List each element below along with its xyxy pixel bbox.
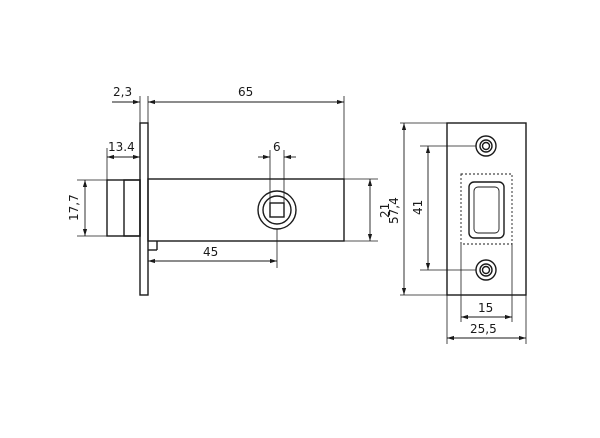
dimension-lines-right — [401, 123, 526, 341]
dim-backset: 65 — [238, 85, 253, 99]
latch-side-view — [106, 122, 345, 296]
spindle-hub-inner — [262, 195, 292, 225]
dim-plate-thickness: 2,3 — [113, 85, 132, 99]
dim-strike-height: 57,4 — [387, 197, 401, 224]
dim-strike-hole-spacing: 41 — [411, 200, 425, 215]
dim-case-height: 21 — [378, 203, 392, 218]
dim-latch-projection: 13.4 — [108, 140, 135, 154]
spindle-square — [269, 202, 285, 218]
dim-spindle-square: 6 — [273, 140, 281, 154]
strike-latch-opening-inner — [473, 186, 500, 234]
lock-case — [147, 178, 345, 242]
screw-hole-bottom-inner — [479, 263, 493, 277]
screw-hole-top-inner — [479, 139, 493, 153]
dim-strike-inner-width: 15 — [478, 301, 493, 315]
dimension-lines-left — [82, 99, 373, 264]
screw-hole-top-core — [481, 141, 491, 151]
dim-strike-width: 25,5 — [470, 322, 497, 336]
dim-latch-height: 17,7 — [67, 194, 81, 221]
screw-hole-bottom — [475, 259, 497, 281]
latch-bolt-step — [123, 179, 141, 237]
screw-hole-bottom-core — [481, 265, 491, 275]
strike-plate-view — [446, 122, 527, 296]
screw-hole-top — [475, 135, 497, 157]
strike-plate — [446, 122, 527, 296]
strike-recess-dashed — [460, 173, 513, 245]
face-plate — [139, 122, 149, 296]
extension-lines-left — [77, 96, 378, 268]
dim-spindle-offset: 45 — [203, 245, 218, 259]
strike-latch-opening — [468, 181, 505, 239]
extension-lines-right — [400, 122, 527, 344]
